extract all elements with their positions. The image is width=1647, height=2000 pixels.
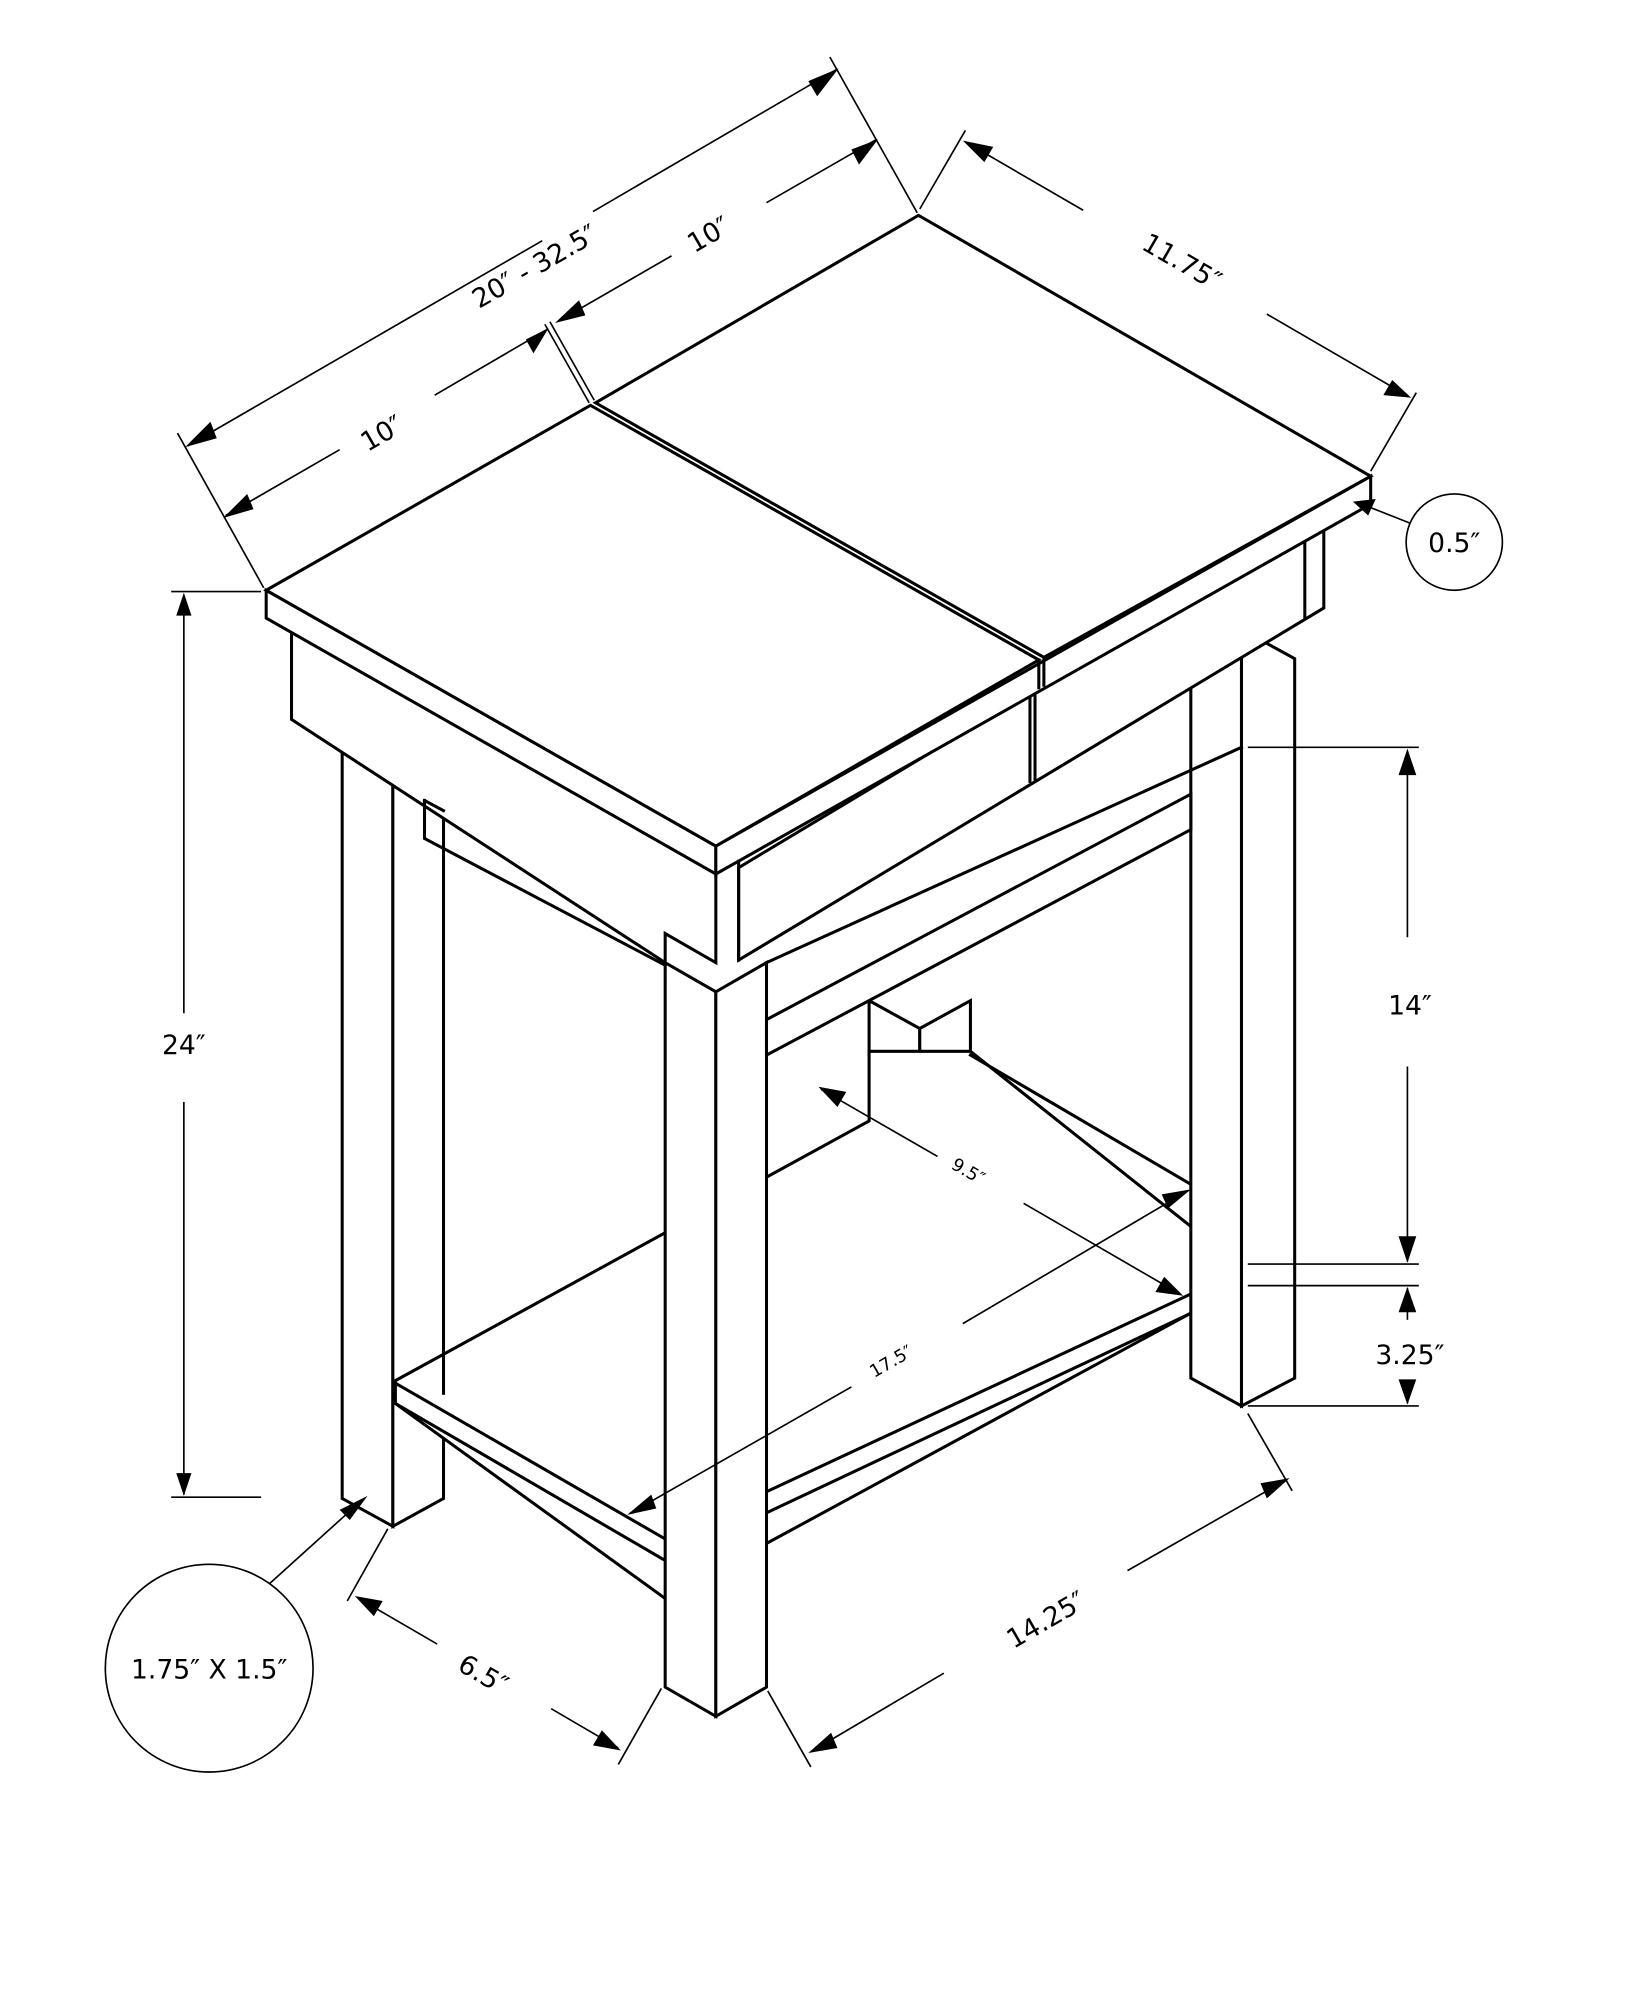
apron-rail-right [764, 791, 1193, 1058]
lower-shelf [393, 1049, 1244, 1601]
leg-front [663, 960, 769, 1719]
label-base-depth: 6.5″ [453, 1649, 514, 1702]
dim-overall-height: 24″ [162, 590, 262, 1498]
dim-shelf-height: 3.25″ [1247, 1284, 1445, 1407]
label-top-right-panel: 10″ [682, 211, 735, 260]
dim-shelf-clearance: 14″ [1247, 746, 1432, 1265]
tabletop-right-panel [592, 213, 1374, 660]
dim-top-thickness: 0.5″ [1352, 493, 1504, 592]
label-overall-height: 24″ [162, 1030, 206, 1061]
label-overall-length: 20″ - 32.5″ [467, 219, 603, 316]
dim-leg-size: 1.75″ X 1.5″ [104, 1495, 368, 1773]
label-top-thickness: 0.5″ [1428, 528, 1480, 559]
label-base-length: 14.25″ [1001, 1585, 1091, 1655]
apron-edge [764, 745, 1244, 965]
dim-base-depth: 6.5″ [346, 1528, 663, 1765]
tabletop [263, 213, 1374, 848]
leg-back-right [1189, 626, 1297, 1409]
callout-top-thickness [1405, 493, 1504, 592]
table-outline [263, 213, 1374, 1719]
label-shelf-height: 3.25″ [1375, 1340, 1444, 1371]
label-depth: 11.75″ [1137, 227, 1227, 297]
callout-leg-size [104, 1563, 314, 1773]
leg-back-left [340, 744, 446, 1529]
label-leg-size: 1.75″ X 1.5″ [131, 1654, 287, 1685]
label-shelf-clearance: 14″ [1388, 991, 1432, 1022]
label-top-left-panel: 10″ [356, 409, 409, 458]
